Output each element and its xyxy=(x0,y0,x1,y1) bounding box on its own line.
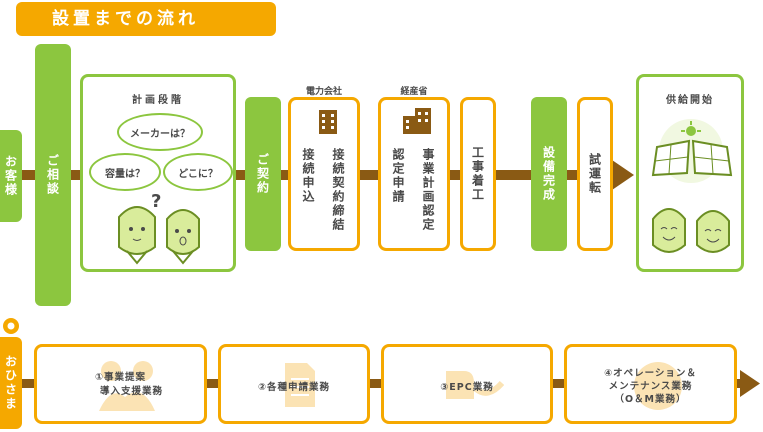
consultation-text: ご相談 xyxy=(45,154,60,196)
step-supply-start: 供給開始 xyxy=(636,74,744,272)
maintenance-icon xyxy=(634,362,682,410)
power-company-header: 電力会社 xyxy=(305,87,342,97)
handshake-icon xyxy=(99,361,155,411)
building-icon xyxy=(319,110,337,134)
trial-run-text: 試運転 xyxy=(587,153,602,195)
power-col-connect-contract: 接続契約締結 xyxy=(331,148,345,232)
bubble-maker: メーカーは？ xyxy=(117,113,203,151)
construction-icon xyxy=(446,371,504,399)
bubble-maker-text: メーカーは？ xyxy=(130,128,190,140)
step-planning: 計画段階 メーカーは？ 容量は？ どこに？ ? xyxy=(80,74,236,272)
step-completion: 設備完成 xyxy=(531,97,567,251)
bubble-capacity-text: 容量は？ xyxy=(105,168,145,180)
service-business-proposal: ①事業提案 導入支援業務 xyxy=(34,344,207,424)
service-1-line2: 導入支援業務 xyxy=(99,386,163,397)
service-flow-arrowhead xyxy=(740,370,760,397)
service-4-line3: （O＆M業務） xyxy=(614,394,687,405)
construction-start-text: 工事着工 xyxy=(470,146,485,202)
step-power-company: 接続契約締結 接続申込 xyxy=(288,97,360,251)
ohisama-label-text: おひさま xyxy=(3,355,18,411)
service-4-line1: ④オペレーション＆ xyxy=(604,368,697,379)
office-building-icon xyxy=(403,108,431,134)
customer-label-text: お客様 xyxy=(3,155,18,197)
bubble-capacity: 容量は？ xyxy=(89,153,161,191)
completion-text: 設備完成 xyxy=(541,146,556,202)
service-3-line1: ③EPC業務 xyxy=(440,382,494,393)
service-om: ④オペレーション＆ メンテナンス業務 （O＆M業務） xyxy=(564,344,737,424)
flow-title: 設置までの流れ xyxy=(16,2,276,36)
service-epc: ③EPC業務 xyxy=(381,344,553,424)
step-contract: ご契約 xyxy=(245,97,281,251)
step-consultation: ご相談 xyxy=(35,44,71,306)
service-2-line1: ②各種申請業務 xyxy=(257,382,331,393)
service-applications: ②各種申請業務 xyxy=(218,344,370,424)
planning-title: 計画段階 xyxy=(132,95,184,106)
service-4-line2: メンテナンス業務 xyxy=(608,381,693,392)
people-illustration-icon: ? xyxy=(118,191,200,265)
flower-icon xyxy=(3,318,19,334)
meti-header: 経産省 xyxy=(400,87,428,97)
main-flow-arrowhead xyxy=(612,160,634,190)
power-col-connect-apply: 接続申込 xyxy=(301,148,315,204)
step-construction-start: 工事着工 xyxy=(460,97,496,251)
step-trial-run: 試運転 xyxy=(577,97,613,251)
contract-text: ご契約 xyxy=(255,153,270,195)
ohisama-label: おひさま xyxy=(0,337,22,429)
solar-panel-icon xyxy=(651,119,733,183)
service-1-line1: ①事業提案 xyxy=(94,372,147,383)
customer-label: お客様 xyxy=(0,130,22,222)
step-meti: 事業計画認定 認定申請 xyxy=(378,97,450,251)
document-icon xyxy=(285,363,315,407)
svg-text:?: ? xyxy=(151,191,161,212)
supply-start-title: 供給開始 xyxy=(666,95,714,106)
bubble-where-text: どこに？ xyxy=(178,168,218,180)
bubble-where: どこに？ xyxy=(163,153,233,191)
meti-col-cert-apply: 認定申請 xyxy=(391,148,405,204)
happy-people-icon xyxy=(652,208,730,253)
meti-col-business-plan: 事業計画認定 xyxy=(421,148,435,232)
